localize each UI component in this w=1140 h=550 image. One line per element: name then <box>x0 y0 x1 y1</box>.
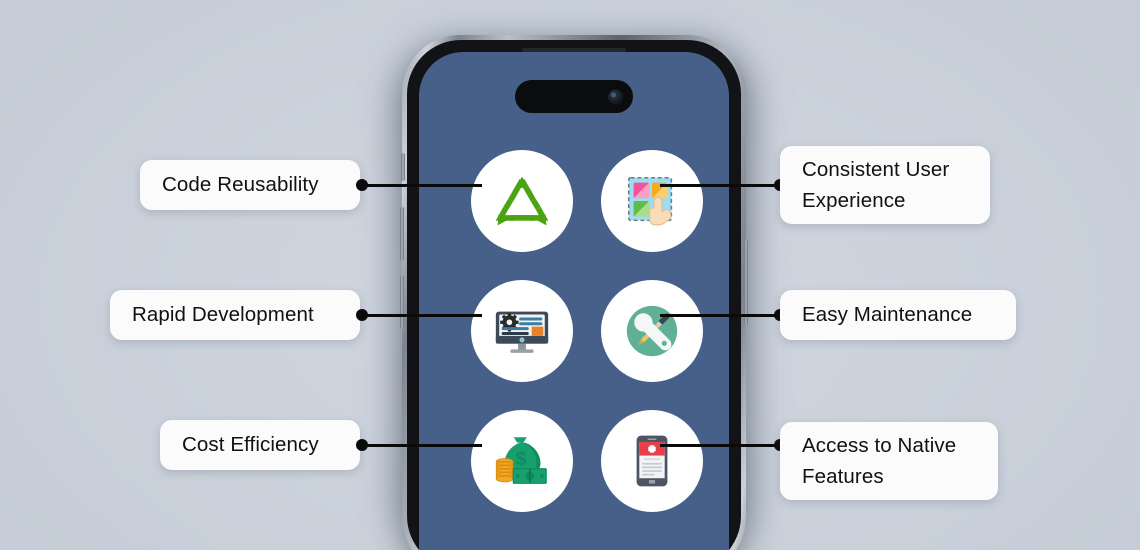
label-text: Access to Native Features <box>802 433 957 488</box>
label-cost-efficiency[interactable]: Cost Efficiency <box>160 420 360 470</box>
hand-pointer <box>649 196 672 226</box>
label-rapid-development[interactable]: Rapid Development <box>110 290 360 340</box>
plus-glyph <box>648 445 656 453</box>
connector-line-rapid-development <box>362 313 482 317</box>
label-code-reusability[interactable]: Code Reusability <box>140 160 360 210</box>
smartphone-mockup: $ <box>400 35 748 550</box>
connector-line-access-to-native-features <box>660 443 780 447</box>
money-bag-coins-icon: $ <box>491 430 553 492</box>
dynamic-island <box>515 80 633 113</box>
front-camera-icon <box>608 89 623 104</box>
connector-line-consistent-user-experience <box>660 183 780 187</box>
power-button[interactable] <box>744 240 748 326</box>
silent-switch[interactable] <box>401 153 405 181</box>
volume-down-button[interactable] <box>400 275 404 329</box>
volume-up-button[interactable] <box>400 207 404 261</box>
wrench-screwdriver-icon <box>621 300 683 362</box>
icon-badge-rapid-development[interactable] <box>471 280 573 382</box>
label-text: Code Reusability <box>162 173 319 197</box>
icon-badge-consistent-user-experience[interactable] <box>601 150 703 252</box>
icon-badge-easy-maintenance[interactable] <box>601 280 703 382</box>
mobile-app-icon <box>623 432 681 490</box>
svg-text:$: $ <box>516 448 527 470</box>
label-consistent-user-experience[interactable]: Consistent User Experience <box>780 146 990 224</box>
dollar-sign: $ <box>516 448 527 470</box>
icon-badge-code-reusability[interactable] <box>471 150 573 252</box>
coins-stack <box>495 458 514 483</box>
phone-screen: $ <box>419 52 729 550</box>
label-text: Consistent User Experience <box>802 157 950 212</box>
label-text: Rapid Development <box>132 303 314 327</box>
wrench-glyph <box>634 313 672 351</box>
money-bag-glyph: $ <box>504 437 541 476</box>
connector-line-code-reusability <box>362 183 482 187</box>
label-text: Easy Maintenance <box>802 303 973 327</box>
label-easy-maintenance[interactable]: Easy Maintenance <box>780 290 1016 340</box>
icon-badge-access-to-native-features[interactable] <box>601 410 703 512</box>
recycle-icon <box>492 171 552 231</box>
label-access-to-native-features[interactable]: Access to Native Features <box>780 422 998 500</box>
connector-line-cost-efficiency <box>362 443 482 447</box>
desktop-settings-icon <box>491 300 553 362</box>
label-text: Cost Efficiency <box>182 433 319 457</box>
earpiece-speaker <box>522 48 626 52</box>
banknotes <box>512 468 547 484</box>
ui-touch-grid-icon <box>621 170 683 232</box>
phone-bezel: $ <box>407 40 741 550</box>
connector-line-easy-maintenance <box>660 313 780 317</box>
icon-badge-cost-efficiency[interactable]: $ <box>471 410 573 512</box>
